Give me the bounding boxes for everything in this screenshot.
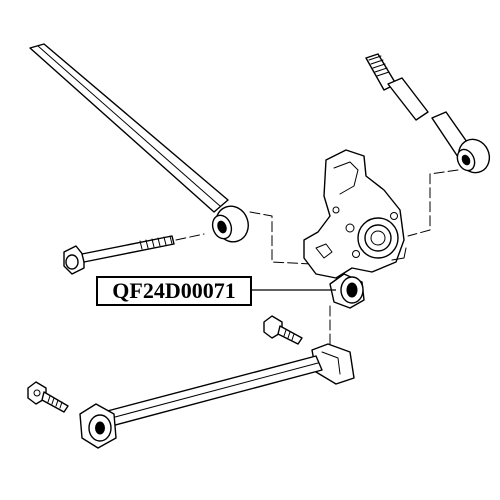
part-number-label: QF24D00071 [96, 276, 252, 306]
upper-arm-bushing [211, 205, 249, 243]
long-bolt-left [63, 235, 175, 275]
upper-control-arm [29, 43, 229, 213]
upper-right-rod [365, 53, 429, 121]
small-bolt-left [27, 381, 69, 413]
upper-right-link [431, 111, 491, 174]
knuckle [303, 149, 407, 279]
lower-control-arm [95, 343, 355, 429]
lower-arm-bushing [79, 403, 117, 449]
small-bolt-center [263, 315, 303, 345]
target-bushing [329, 273, 365, 309]
